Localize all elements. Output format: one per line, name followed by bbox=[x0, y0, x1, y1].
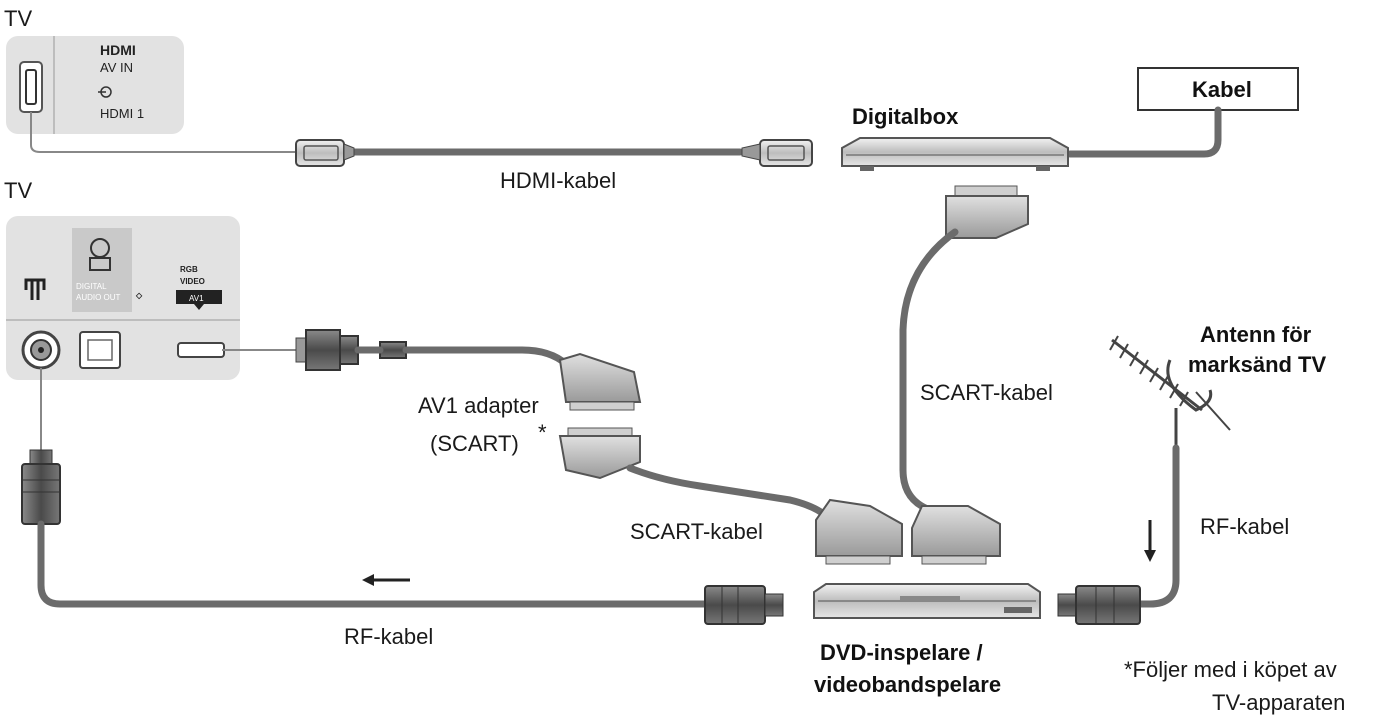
kabel-label: Kabel bbox=[1192, 77, 1252, 102]
av1-plug bbox=[295, 329, 407, 371]
antenna-label-2: marksänd TV bbox=[1188, 352, 1326, 377]
antenna-label: Antenn för bbox=[1200, 322, 1312, 347]
svg-text:◇: ◇ bbox=[135, 291, 143, 300]
av1-adapter-label: AV1 adapter bbox=[418, 393, 539, 418]
tv-av-label: TV bbox=[4, 178, 32, 203]
rf-socket-icon bbox=[21, 330, 61, 370]
scart-socket bbox=[177, 342, 225, 358]
rf-cable-right-label: RF-kabel bbox=[1200, 514, 1289, 539]
tv-hdmi-panel: HDMI AV IN HDMI 1 bbox=[6, 36, 184, 134]
video-label: VIDEO bbox=[180, 277, 205, 286]
dvd-recorder-device bbox=[813, 583, 1041, 619]
optical-socket bbox=[79, 331, 121, 369]
input-arrow-icon bbox=[98, 86, 112, 98]
asterisk-mark: * bbox=[538, 420, 547, 445]
digital-audio-label: DIGITAL bbox=[76, 282, 107, 291]
arrow-down-icon bbox=[1144, 520, 1156, 562]
tv-av-panel: DIGITAL AUDIO OUT ◇ RGB VIDEO AV1 bbox=[6, 216, 240, 380]
av1-adapter-label-2: (SCART) bbox=[430, 431, 519, 456]
av1-badge: AV1 bbox=[176, 290, 222, 310]
digitalbox-device bbox=[841, 137, 1069, 171]
footnote-line-2: TV-apparaten bbox=[1212, 690, 1345, 715]
scart-cable-left-label: SCART-kabel bbox=[630, 519, 763, 544]
scart-plug-dvd-left bbox=[815, 498, 903, 565]
optical-audio-icon bbox=[89, 238, 111, 271]
rf-cable-bottom-label: RF-kabel bbox=[344, 624, 433, 649]
kabel-box: Kabel bbox=[1137, 67, 1299, 111]
hdmi-logo: HDMI bbox=[100, 42, 136, 58]
hdmi1-label: HDMI 1 bbox=[100, 106, 144, 121]
av1-adapter-scart-top bbox=[558, 352, 642, 411]
av1-label: AV1 bbox=[189, 294, 204, 303]
tv-hdmi-label: TV bbox=[4, 6, 32, 31]
av1-adapter-scart-bottom bbox=[558, 427, 641, 480]
antenna-symbol-icon bbox=[24, 278, 46, 300]
scart-cable-right-label: SCART-kabel bbox=[920, 380, 1053, 405]
antenna-icon bbox=[1109, 335, 1231, 448]
dvd-label-2: videobandspelare bbox=[814, 672, 1001, 697]
dvd-label: DVD-inspelare / bbox=[820, 640, 983, 665]
rgb-label: RGB bbox=[180, 265, 198, 274]
footnote-line-1: *Följer med i köpet av bbox=[1124, 657, 1337, 682]
hdmi-cable-label: HDMI-kabel bbox=[500, 168, 616, 193]
digitalbox-label: Digitalbox bbox=[852, 104, 959, 129]
digital-audio-label-2: AUDIO OUT bbox=[76, 293, 121, 302]
rf-plug-dvd-left bbox=[704, 585, 784, 625]
scart-plug-digitalbox bbox=[945, 185, 1029, 239]
rf-plug-tv bbox=[21, 449, 61, 525]
hdmi-plug-right bbox=[741, 139, 813, 167]
scart-plug-dvd-right bbox=[911, 505, 1001, 565]
av-in-label: AV IN bbox=[100, 60, 133, 75]
arrow-left-icon bbox=[362, 574, 410, 586]
hdmi-plug-left bbox=[295, 139, 355, 167]
rf-plug-dvd-right bbox=[1057, 585, 1141, 625]
